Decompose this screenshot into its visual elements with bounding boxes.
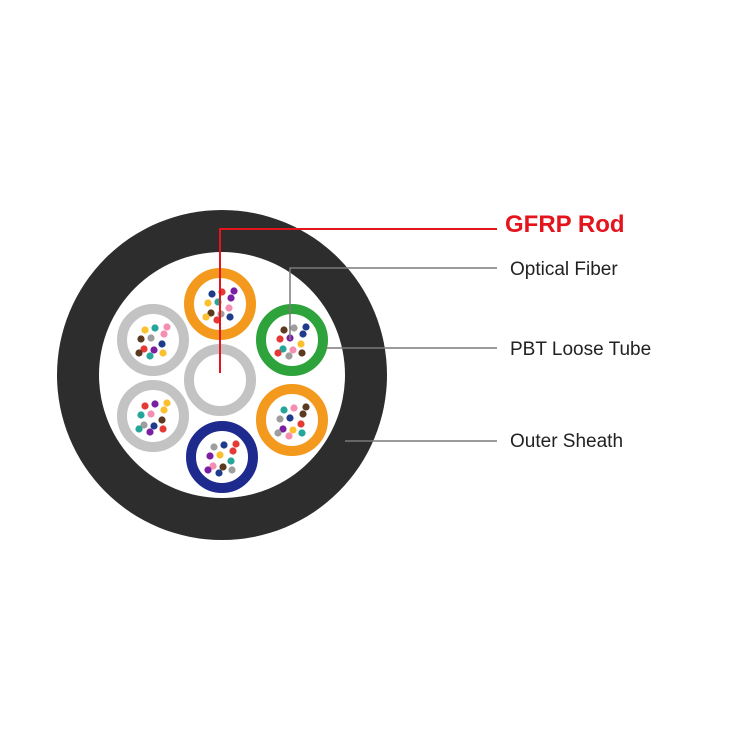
optical-fiber bbox=[289, 346, 297, 354]
optical-fiber bbox=[146, 352, 154, 360]
optical-fiber bbox=[276, 335, 284, 343]
optical-fiber bbox=[160, 406, 168, 414]
optical-fiber bbox=[158, 416, 166, 424]
optical-fiber bbox=[147, 334, 155, 342]
optical-fiber bbox=[135, 425, 143, 433]
optical-fiber bbox=[232, 440, 240, 448]
optical-fiber bbox=[274, 429, 282, 437]
optical-fiber bbox=[202, 313, 210, 321]
optical-fiber bbox=[299, 410, 307, 418]
optical-fiber bbox=[279, 425, 287, 433]
optical-fiber bbox=[280, 326, 288, 334]
optical-fiber bbox=[137, 411, 145, 419]
optical-fiber bbox=[159, 349, 167, 357]
optical-fiber-bundle bbox=[204, 440, 240, 477]
optical-fiber bbox=[151, 324, 159, 332]
optical-fiber bbox=[286, 414, 294, 422]
loose-tube bbox=[256, 304, 328, 376]
optical-fiber bbox=[163, 399, 171, 407]
optical-fiber bbox=[279, 345, 287, 353]
optical-fiber bbox=[276, 415, 284, 423]
optical-fiber bbox=[229, 447, 237, 455]
optical-fiber bbox=[147, 410, 155, 418]
optical-fiber bbox=[230, 287, 238, 295]
optical-fiber bbox=[226, 313, 234, 321]
optical-fiber bbox=[135, 349, 143, 357]
optical-fiber bbox=[160, 330, 168, 338]
loose-tube bbox=[117, 380, 189, 452]
optical-fiber bbox=[141, 326, 149, 334]
pbt-loose-tube-label: PBT Loose Tube bbox=[510, 339, 652, 360]
optical-fiber bbox=[225, 304, 233, 312]
optical-fiber bbox=[150, 346, 158, 354]
optical-fiber bbox=[298, 429, 306, 437]
optical-fiber bbox=[297, 420, 305, 428]
optical-fiber bbox=[228, 466, 236, 474]
optical-fiber bbox=[290, 404, 298, 412]
optical-fiber-bundle bbox=[135, 323, 171, 360]
optical-fiber bbox=[158, 340, 166, 348]
optical-fiber bbox=[227, 294, 235, 302]
optical-fiber bbox=[302, 403, 310, 411]
optical-fiber bbox=[150, 422, 158, 430]
optical-fiber bbox=[209, 462, 217, 470]
optical-fiber bbox=[206, 452, 214, 460]
optical-fiber bbox=[290, 324, 298, 332]
optical-fiber bbox=[280, 406, 288, 414]
optical-fiber bbox=[140, 421, 148, 429]
loose-tube bbox=[256, 384, 328, 456]
optical-fiber bbox=[159, 425, 167, 433]
optical-fiber bbox=[210, 443, 218, 451]
optical-fiber bbox=[285, 432, 293, 440]
optical-fiber bbox=[298, 349, 306, 357]
optical-fiber-bundle bbox=[274, 403, 310, 440]
optical-fiber bbox=[297, 340, 305, 348]
optical-fiber-leader-line bbox=[289, 267, 497, 340]
optical-fiber bbox=[289, 426, 297, 434]
gfrp-rod-label: GFRP Rod bbox=[505, 211, 625, 238]
loose-tube bbox=[117, 304, 189, 376]
optical-fiber bbox=[151, 400, 159, 408]
optical-fiber bbox=[227, 457, 235, 465]
optical-fiber bbox=[302, 323, 310, 331]
outer-sheath-label: Outer Sheath bbox=[510, 431, 624, 452]
optical-fiber bbox=[220, 441, 228, 449]
optical-fiber-bundle bbox=[274, 323, 310, 360]
optical-fiber bbox=[213, 316, 221, 324]
gfrp-rod-leader-line bbox=[219, 228, 497, 373]
optical-fiber bbox=[207, 309, 215, 317]
optical-fiber bbox=[219, 463, 227, 471]
optical-fiber bbox=[215, 469, 223, 477]
optical-fiber bbox=[140, 345, 148, 353]
optical-fiber bbox=[204, 466, 212, 474]
optical-fiber bbox=[137, 335, 145, 343]
optical-fiber bbox=[141, 402, 149, 410]
optical-fiber bbox=[285, 352, 293, 360]
optical-fiber bbox=[204, 299, 212, 307]
optical-fiber-bundle bbox=[135, 399, 171, 436]
optical-fiber-label: Optical Fiber bbox=[510, 259, 618, 280]
optical-fiber bbox=[299, 330, 307, 338]
optical-fiber bbox=[274, 349, 282, 357]
loose-tube bbox=[186, 421, 258, 493]
optical-fiber bbox=[208, 290, 216, 298]
optical-fiber bbox=[216, 451, 224, 459]
optical-fiber bbox=[146, 428, 154, 436]
optical-fiber bbox=[163, 323, 171, 331]
